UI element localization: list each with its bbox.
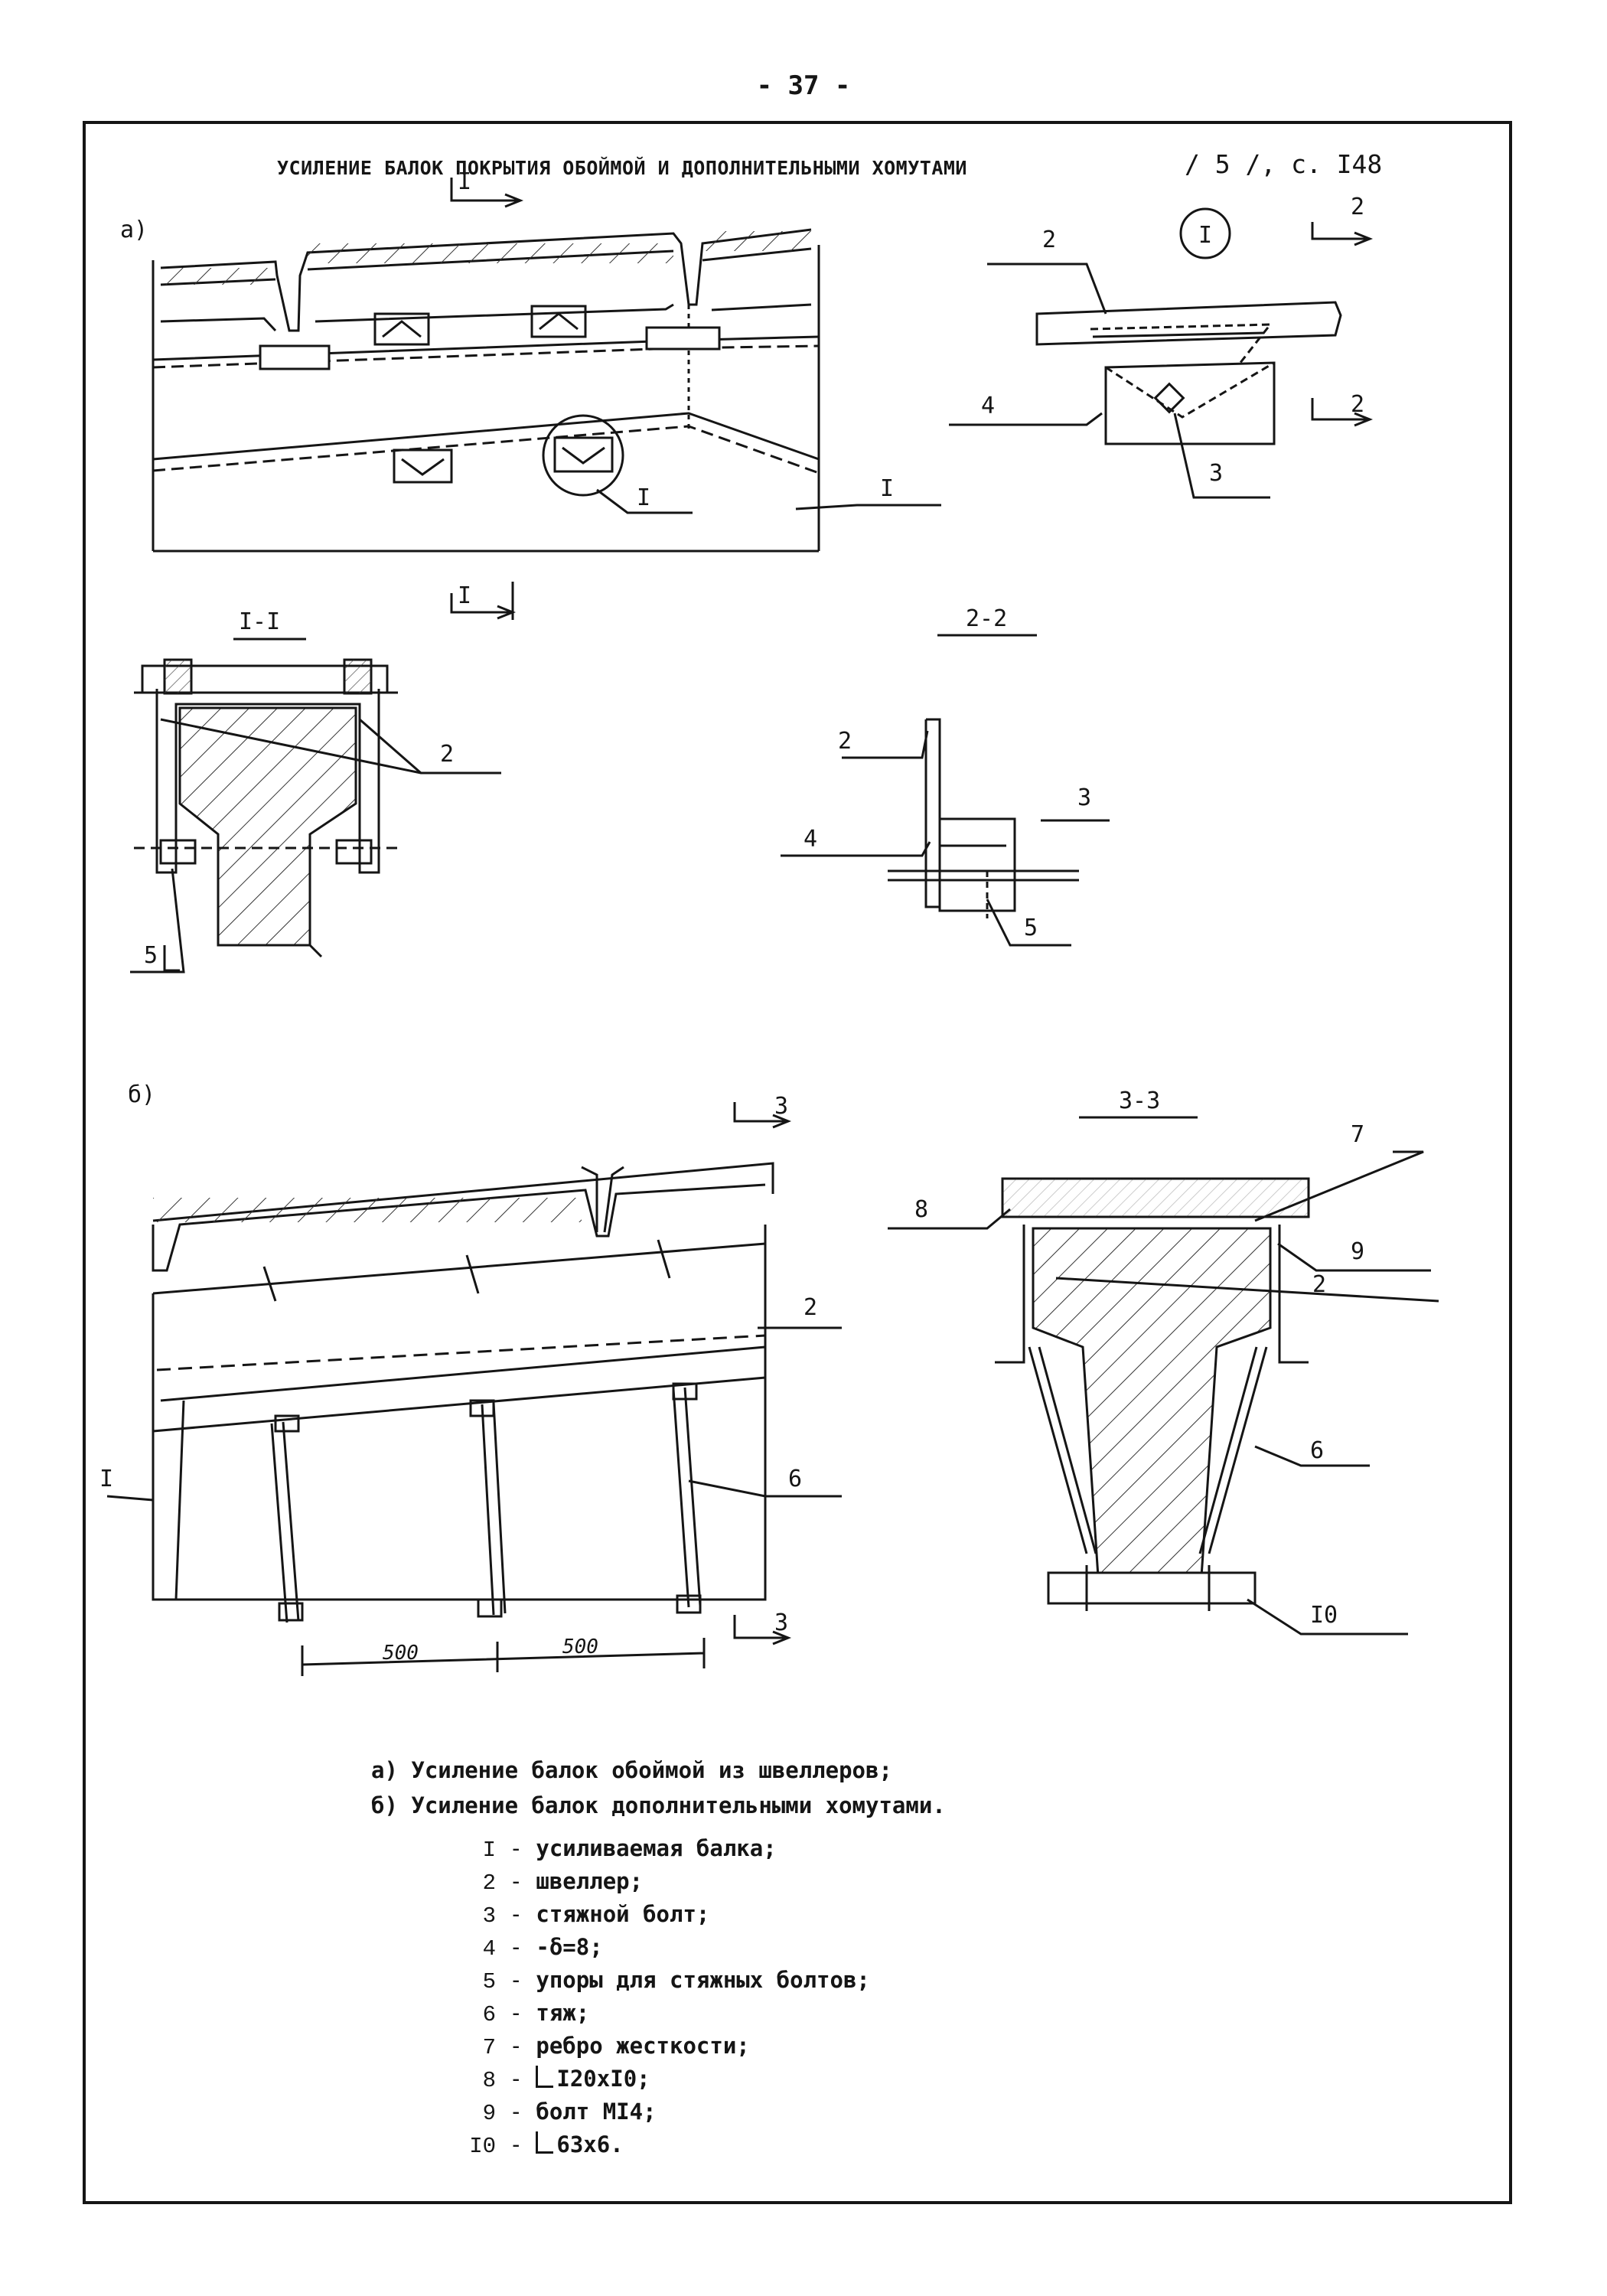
section-3-3-callout-9: 9 — [1351, 1238, 1364, 1265]
section-mark-bottom: I — [458, 582, 471, 609]
detail-circle-label: I — [1198, 222, 1212, 249]
section-3-3-callout-2: 2 — [1312, 1271, 1326, 1298]
dimension-2: 500 — [562, 1636, 598, 1658]
section-I-I-title: I-I — [239, 608, 280, 635]
legend-item: 3 - стяжной болт; — [482, 1901, 710, 1929]
detail-callout-3: 3 — [1209, 460, 1223, 487]
section-2-2-callout-5: 5 — [1024, 915, 1038, 941]
detail-callout-4: 4 — [981, 393, 995, 419]
section-3-3-callout-10: I0 — [1310, 1602, 1338, 1629]
detail-callout: I — [637, 484, 650, 511]
legend-item: 7 - ребро жесткости; — [482, 2033, 750, 2060]
section-I-I-callout-2: 2 — [440, 741, 454, 768]
legend-item: I0 - 63x6. — [469, 2131, 624, 2159]
dimension-1: 500 — [383, 1642, 419, 1665]
section-3-3-callout-7: 7 — [1351, 1121, 1364, 1148]
detail-I — [949, 207, 1374, 499]
legend-item: 9 - болт MI4; — [482, 2099, 657, 2126]
panel-b-label: б) — [128, 1081, 155, 1108]
legend-item: 5 - упоры для стяжных болтов; — [482, 1967, 870, 1994]
section-2-2-callout-3: 3 — [1077, 784, 1091, 811]
section-mark-3-bottom: 3 — [774, 1609, 788, 1636]
source-reference: / 5 /, с. I48 — [1185, 149, 1383, 179]
section-2-2-callout-4: 4 — [804, 826, 817, 853]
section-2-2-callout-2: 2 — [838, 728, 852, 755]
section-3-3-callout-6: 6 — [1310, 1437, 1324, 1464]
figure-captions: а) Усиление балок обоймой из швеллеров; … — [371, 1753, 946, 1823]
legend-item: 2 - швеллер; — [482, 1868, 644, 1896]
caption-b: б) Усиление балок дополнительными хомута… — [371, 1792, 946, 1818]
section-I-I-callout-5: 5 — [144, 942, 158, 969]
section-3-3-title: 3-3 — [1119, 1088, 1160, 1114]
section-2-2 — [781, 634, 1110, 947]
panel-b-callout-I: I — [99, 1466, 113, 1492]
section-2-2-title: 2-2 — [966, 605, 1007, 632]
angle-symbol-icon — [536, 2066, 554, 2088]
legend-item: I - усиливаемая балка; — [482, 1835, 777, 1863]
page-title: УСИЛЕНИЕ БАЛОК ПОКРЫТИЯ ОБОЙМОЙ И ДОПОЛН… — [277, 157, 967, 179]
cut-mark-bottom: 2 — [1351, 391, 1364, 418]
panel-a-elevation — [152, 178, 941, 620]
caption-a: а) Усиление балок обоймой из швеллеров; — [371, 1757, 892, 1783]
legend-item: 6 - тяж; — [482, 2000, 590, 2027]
legend: I - усиливаемая балка; 2 - швеллер; 3 - … — [451, 1833, 870, 2162]
cut-mark-top: 2 — [1351, 194, 1364, 220]
drawing-frame — [83, 121, 1512, 2204]
section-3-3-callout-8: 8 — [914, 1196, 928, 1223]
angle-symbol-icon — [536, 2131, 554, 2154]
panel-a-label: а) — [120, 217, 148, 243]
beam-callout: I — [880, 475, 894, 502]
page-number: - 37 - — [756, 70, 851, 101]
panel-b-elevation — [106, 1102, 842, 1676]
section-mark-top: I — [458, 168, 471, 195]
legend-item: 4 - -δ=8; — [482, 1934, 603, 1962]
panel-b-callout-2: 2 — [804, 1294, 817, 1321]
panel-b-callout-6: 6 — [788, 1466, 802, 1492]
detail-callout-2: 2 — [1042, 227, 1056, 253]
legend-item: 8 - I20xI0; — [482, 2066, 650, 2093]
section-I-I — [130, 638, 501, 974]
section-mark-3-top: 3 — [774, 1093, 788, 1120]
